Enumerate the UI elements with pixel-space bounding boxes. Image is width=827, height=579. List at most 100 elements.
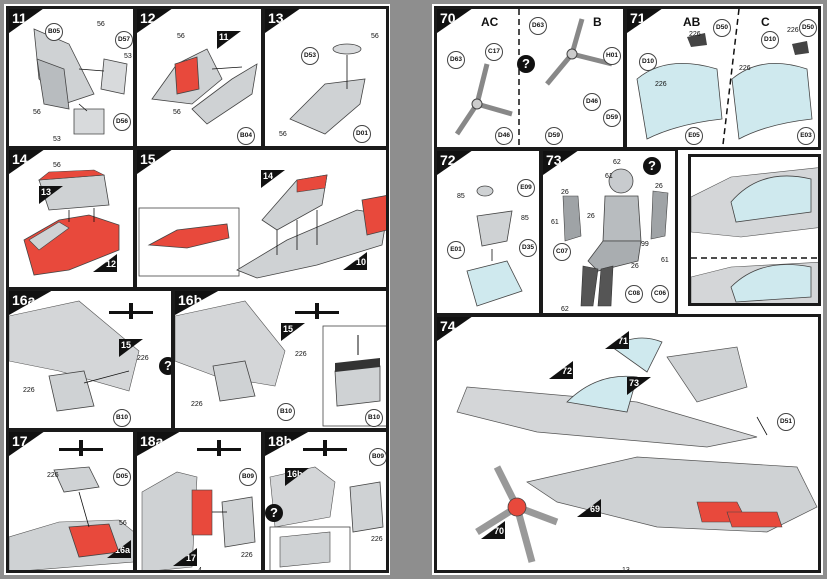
label-56: 56: [119, 520, 127, 527]
step-72-panel: 72 E09 D35 E01 85 85: [434, 148, 542, 316]
label-99: 99: [641, 241, 649, 248]
part-d59: D59: [603, 109, 621, 127]
label-62: 62: [613, 159, 621, 166]
label-56: 56: [279, 131, 287, 138]
part-e05: E05: [685, 127, 703, 145]
label-61: 61: [551, 219, 559, 226]
aircraft-silhouette-icon: [303, 440, 347, 456]
label-226: 226: [23, 387, 35, 394]
step-12-drawing: [151, 48, 258, 125]
label-53: 53: [124, 53, 132, 60]
step-13-panel: 13 D53 D01 56 56: [262, 6, 389, 149]
label-226: 226: [191, 401, 203, 408]
part-c06: C06: [651, 285, 669, 303]
step-72-drawing: [466, 185, 523, 307]
aircraft-silhouette-icon: [295, 303, 339, 319]
part-d56: D56: [113, 113, 131, 131]
question-mark-icon: ?: [265, 504, 283, 522]
part-d46: D46: [583, 93, 601, 111]
part-d35: D35: [519, 239, 537, 257]
part-d50: D50: [713, 19, 731, 37]
label-26: 26: [587, 213, 595, 220]
label-62: 62: [561, 306, 569, 313]
step-15-drawing: [138, 174, 386, 279]
propeller-icon: [475, 465, 559, 563]
step-16b-drawing: [175, 300, 386, 427]
part-e09: E09: [517, 179, 535, 197]
step-73-drawing: [562, 168, 669, 307]
label-56: 56: [33, 109, 41, 116]
step-16a-panel: 16a 15 B10 226 226 ?: [6, 288, 174, 431]
label-56: 56: [177, 33, 185, 40]
canopy-detail-drawing: [691, 167, 818, 303]
step-71-drawing: [636, 9, 813, 147]
part-b10: B10: [113, 409, 131, 427]
part-b05: B05: [45, 23, 63, 41]
step-11-drawing: [33, 28, 128, 135]
label-26: 26: [655, 183, 663, 190]
aircraft-model-icon: [456, 337, 818, 533]
step-16b-panel: 16b 15 B10 B10 226 226: [172, 288, 389, 431]
label-56: 56: [97, 21, 105, 28]
step-16a-drawing: [9, 300, 153, 412]
part-b09: B09: [369, 448, 386, 466]
step-74-drawing: [456, 337, 818, 563]
page-number: 13: [622, 567, 630, 574]
part-d05: D05: [113, 468, 131, 486]
step-18b-panel: 18b 16b B09 226 ?: [262, 429, 389, 573]
aircraft-silhouette-icon: [109, 303, 153, 319]
label-56: 56: [371, 33, 379, 40]
part-c08: C08: [625, 285, 643, 303]
right-page: 70 AC B D63 C17 D63 H01 D46 D46 D59 D59 …: [432, 4, 823, 575]
left-page: 11 B05 D57 D56 56 53 56 53 12 11 B04 56 …: [4, 4, 390, 575]
part-d53: D53: [301, 47, 319, 65]
label-26: 26: [631, 263, 639, 270]
part-e01: E01: [447, 241, 465, 259]
label-226: 226: [739, 65, 751, 72]
part-b10: B10: [277, 403, 295, 421]
step-17-drawing: [9, 440, 133, 570]
step-15-panel: 15 14 10: [134, 147, 389, 290]
step-13-drawing: [289, 43, 366, 135]
page-number: 4: [198, 567, 202, 574]
label-85: 85: [521, 215, 529, 222]
part-d63: D63: [529, 17, 547, 35]
aircraft-silhouette-icon: [197, 440, 241, 456]
propeller-icon: [454, 63, 513, 136]
label-226: 226: [137, 355, 149, 362]
step-18a-drawing: [141, 440, 256, 570]
variant-label-ab: AB: [683, 15, 701, 29]
part-h01: H01: [603, 47, 621, 65]
label-226: 226: [689, 31, 701, 38]
label-226: 226: [787, 27, 799, 34]
step-12-panel: 12 11 B04 56 56: [134, 6, 264, 149]
step-18a-panel: 18a B09 226 17: [134, 429, 264, 573]
question-mark-icon: ?: [517, 55, 535, 73]
step-71-panel: 71 AB C D50 D10 D50 D10 E05 E03 226 226 …: [624, 6, 821, 150]
step-11-panel: 11 B05 D57 D56 56 53 56 53: [6, 6, 136, 149]
step-70-panel: 70 AC B D63 C17 D63 H01 D46 D46 D59 D59 …: [434, 6, 626, 150]
label-56: 56: [53, 162, 61, 169]
aircraft-silhouette-icon: [59, 440, 103, 456]
step-70-drawing: [454, 9, 613, 147]
canopy-detail-panel: [688, 154, 821, 306]
label-226: 226: [295, 351, 307, 358]
label-26: 26: [561, 189, 569, 196]
part-c17: C17: [485, 43, 503, 61]
step-14-drawing: [23, 169, 120, 276]
part-e03: E03: [797, 127, 815, 145]
label-226: 226: [655, 81, 667, 88]
label-53: 53: [53, 136, 61, 143]
part-d63: D63: [447, 51, 465, 69]
propeller-icon: [545, 18, 613, 86]
part-d01: D01: [353, 125, 371, 143]
label-226: 226: [241, 552, 253, 559]
step-73-panel: 73 ? C07 C08 C06 62 61 26 26 61 26 99 26…: [540, 148, 678, 316]
part-d57: D57: [115, 31, 133, 49]
part-b09: B09: [239, 468, 257, 486]
part-c07: C07: [553, 243, 571, 261]
variant-label-c: C: [761, 15, 770, 29]
question-mark-icon: ?: [159, 357, 171, 375]
part-d50: D50: [799, 19, 817, 37]
variant-label-ac: AC: [481, 15, 499, 29]
